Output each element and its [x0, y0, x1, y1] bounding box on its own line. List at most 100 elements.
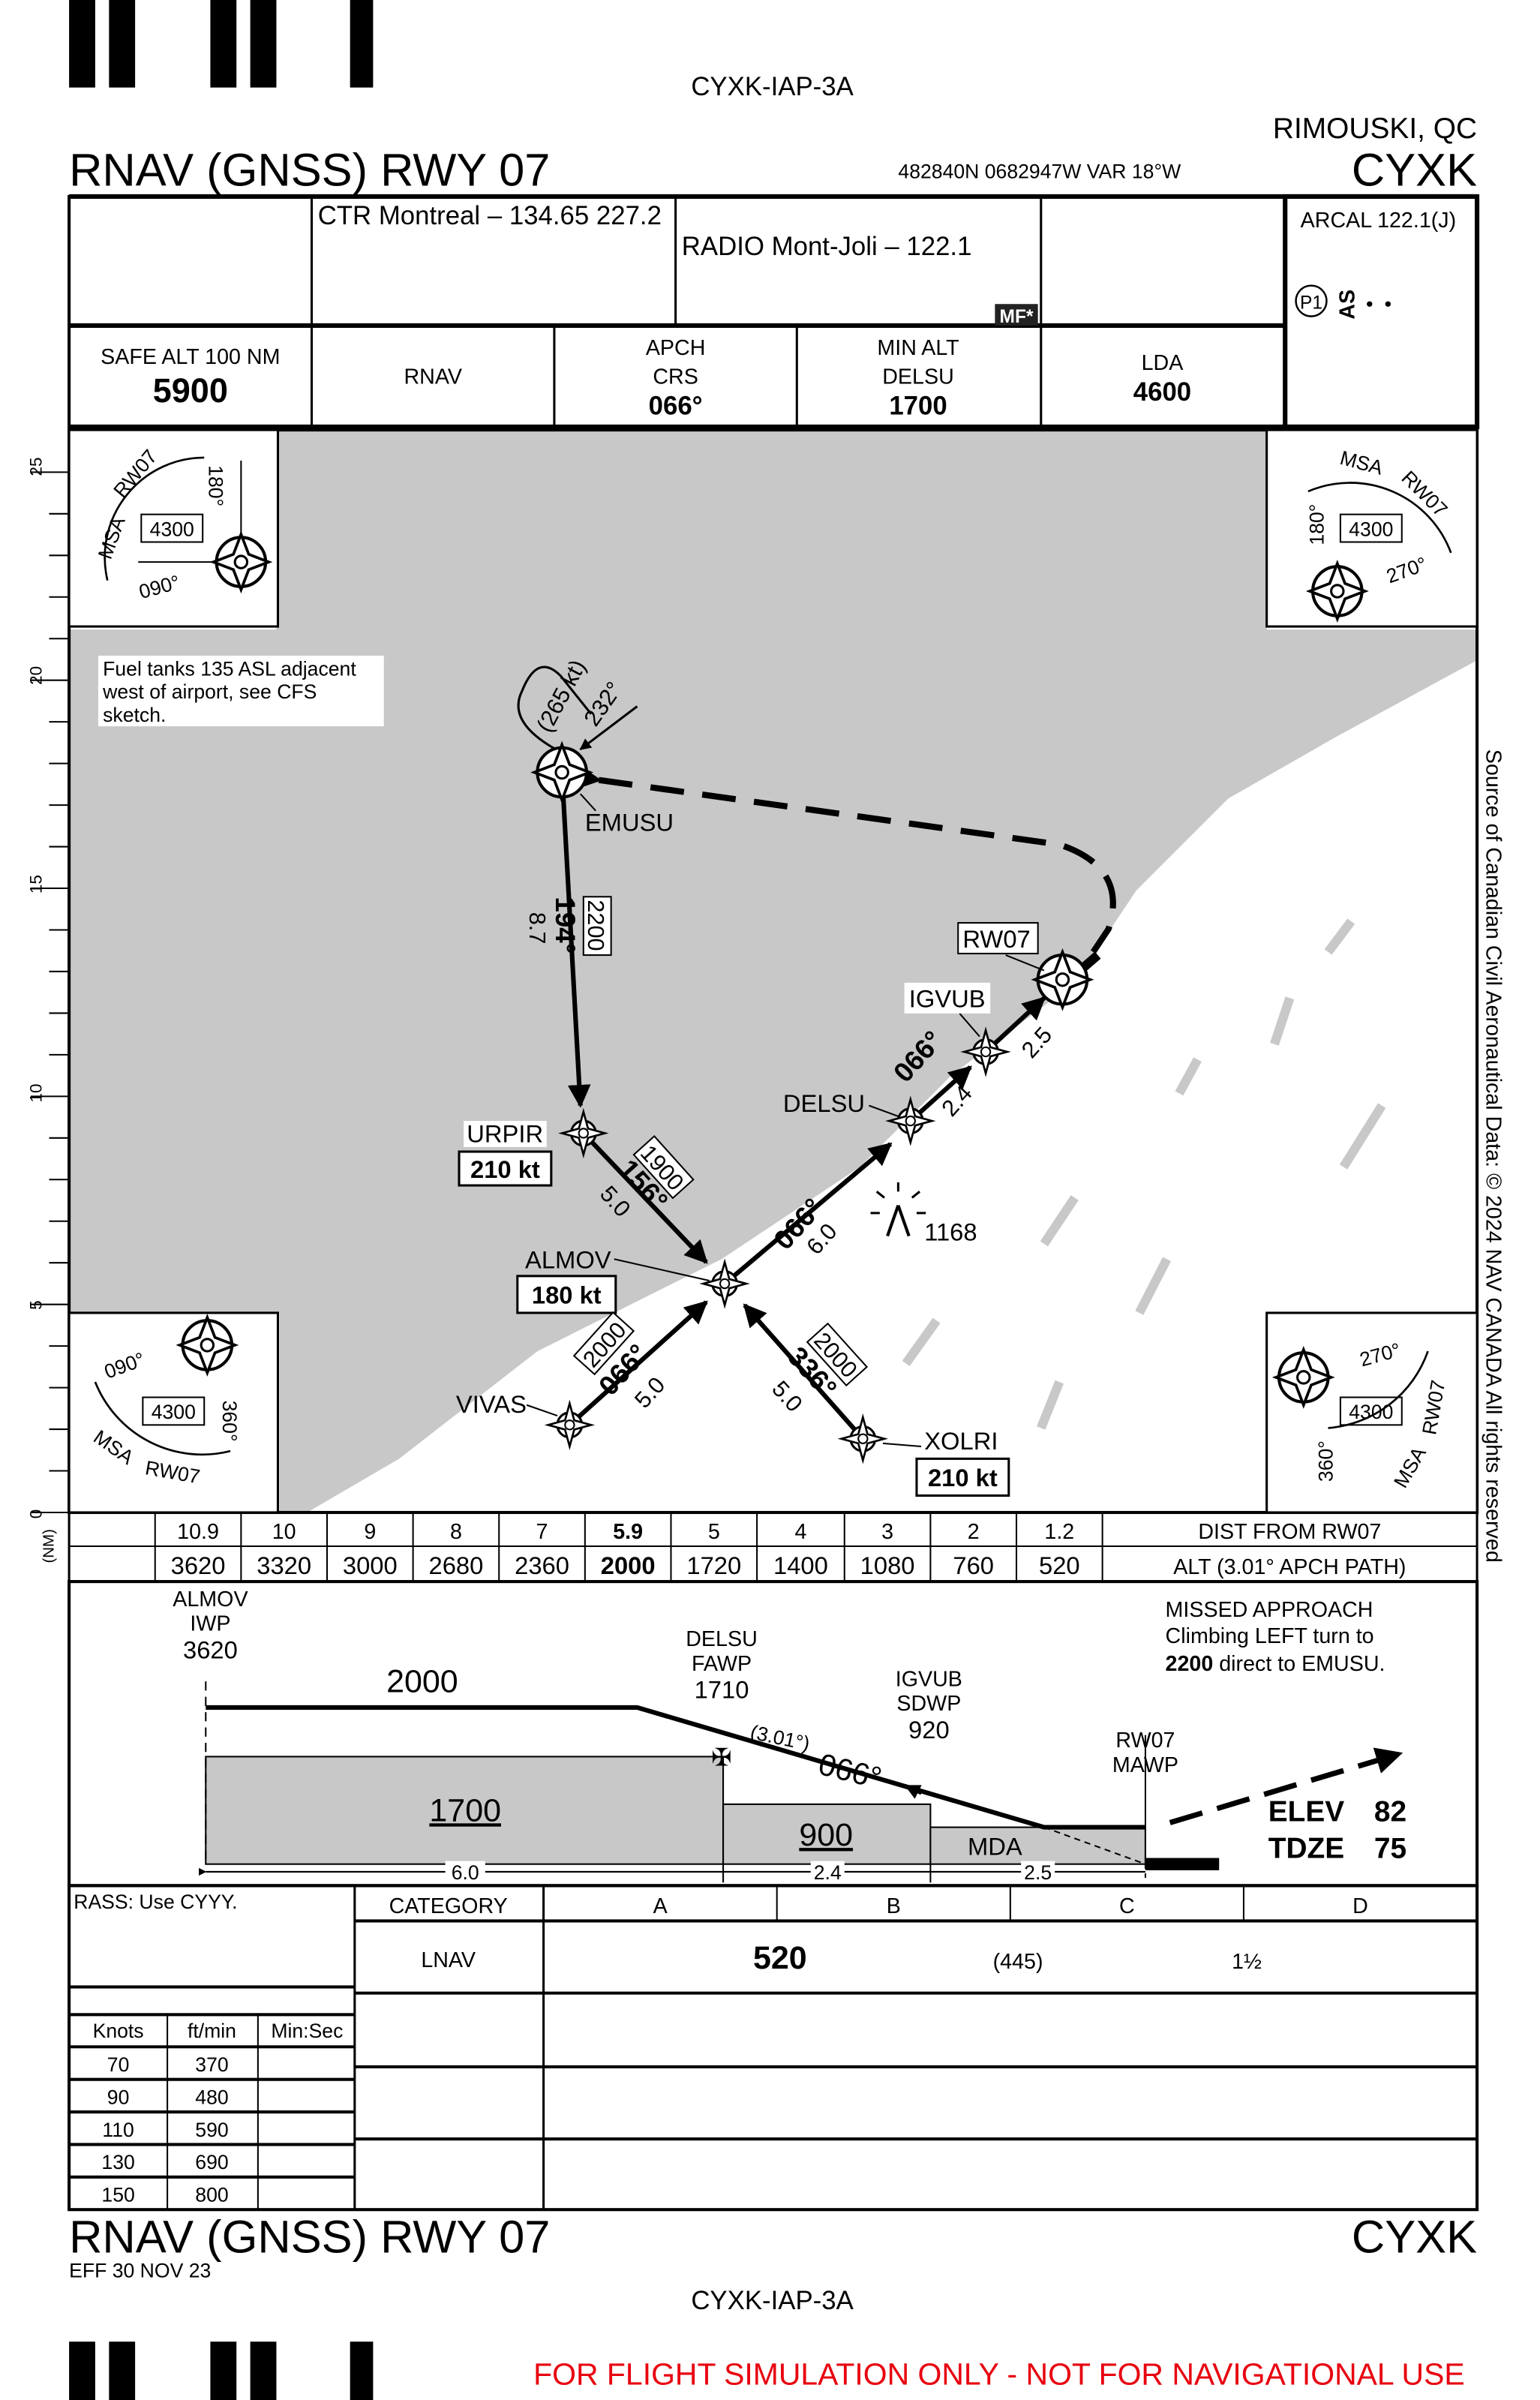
svg-text:sketch.: sketch. [103, 704, 166, 726]
source-copyright: Source of Canadian Civil Aeronautical Da… [1481, 749, 1505, 1563]
rod-ftmin: 590 [195, 2119, 228, 2141]
radio-frequency: RADIO Mont-Joli – 122.1 [682, 233, 972, 261]
dot-icon [1367, 301, 1373, 307]
svg-text:DELSU: DELSU [686, 1627, 758, 1651]
p1-icon: P1 [1295, 284, 1328, 317]
rod-ftmin: 690 [195, 2151, 228, 2173]
fix-almov: ALMOV 180 kt [516, 1246, 748, 1314]
alt-cell: 3620 [171, 1551, 226, 1579]
apch-crs-label: APCH [646, 336, 706, 360]
svg-text:360°: 360° [218, 1401, 241, 1442]
location: RIMOUSKI, QC [1273, 113, 1477, 145]
msa-bottom-left: 4300 090° 360° MSA RW07 [68, 1311, 280, 1514]
rod-knots: 150 [101, 2184, 134, 2206]
svg-text:1700: 1700 [429, 1792, 501, 1828]
rod-knots: 70 [107, 2053, 130, 2076]
fix-igvub: IGVUB [904, 982, 1009, 1075]
rod-knots: 130 [101, 2151, 134, 2173]
cat-a: A [653, 1894, 668, 1918]
fix-delsu: DELSU [783, 1089, 933, 1144]
svg-text:180°: 180° [1305, 504, 1328, 545]
procedure-title: RNAV (GNSS) RWY 07 [69, 145, 550, 197]
svg-text:210 kt: 210 kt [470, 1155, 540, 1183]
svg-text:2200 direct to EMUSU.: 2200 direct to EMUSU. [1166, 1652, 1385, 1676]
min-alt-label: MIN ALT [877, 336, 959, 360]
svg-text:SDWP: SDWP [896, 1692, 961, 1716]
as-label: AS [1335, 290, 1359, 320]
airport-coords: 482840N 0682947W VAR 18°W [898, 160, 1181, 182]
svg-text:2.5: 2.5 [1024, 1861, 1052, 1884]
safe-alt-value: 5900 [153, 371, 228, 410]
apch-crs-label: CRS [653, 365, 698, 389]
cat-c: C [1119, 1894, 1135, 1918]
svg-text:180 kt: 180 kt [532, 1281, 602, 1309]
svg-text:210 kt: 210 kt [928, 1464, 998, 1491]
svg-text:2000: 2000 [386, 1663, 458, 1699]
scale-label: 10 [26, 1084, 45, 1103]
msa-top-left: 4300 MSA RW07 090° 180° [68, 428, 280, 628]
alt-cell: 3000 [343, 1551, 398, 1579]
svg-text:1168: 1168 [924, 1218, 977, 1246]
svg-text:6.0: 6.0 [452, 1861, 479, 1884]
svg-text:DELSU: DELSU [783, 1089, 865, 1117]
svg-text:900: 900 [799, 1817, 853, 1853]
fix-urpir: URPIR 210 kt [458, 1110, 606, 1187]
svg-text:ft/min: ft/min [188, 2020, 236, 2042]
binding-marks-top [69, 0, 374, 88]
cat-d: D [1352, 1894, 1368, 1918]
svg-text:TDZE: TDZE [1268, 1833, 1345, 1865]
svg-text:ALMOV: ALMOV [525, 1246, 611, 1274]
dist-cell: 3 [881, 1520, 893, 1544]
rass-note: RASS: Use CYYY. [74, 1891, 237, 1913]
msa-bottom-right: 4300 270° 360° MSA RW07 [1265, 1311, 1478, 1514]
svg-text:360°: 360° [1315, 1440, 1337, 1482]
svg-text:8.7: 8.7 [524, 912, 551, 945]
chart-id-top: CYXK-IAP-3A [691, 73, 854, 101]
svg-text:MAWP: MAWP [1112, 1753, 1178, 1777]
dist-cell: 2 [968, 1520, 980, 1544]
scale-label: 5 [26, 1300, 45, 1310]
svg-text:066°: 066° [815, 1747, 885, 1795]
svg-text:Climbing LEFT turn to: Climbing LEFT turn to [1166, 1624, 1374, 1648]
dist-cell: 5 [708, 1520, 720, 1544]
lnav-vis: 1½ [1232, 1950, 1262, 1974]
svg-text:920: 920 [908, 1716, 950, 1744]
simulation-disclaimer: FOR FLIGHT SIMULATION ONLY - NOT FOR NAV… [533, 2357, 1465, 2392]
svg-text:IGVUB: IGVUB [909, 985, 986, 1013]
svg-text:RW07: RW07 [962, 925, 1030, 953]
dist-cell: 8 [450, 1520, 462, 1544]
svg-text:RW07: RW07 [1115, 1729, 1175, 1753]
distance-altitude-table: 10.936201033209300082680723605.920005172… [68, 1511, 1478, 1583]
svg-text:EMUSU: EMUSU [585, 808, 674, 836]
rod-knots: 90 [107, 2086, 130, 2108]
rod-knots: 110 [102, 2119, 134, 2141]
rod-ftmin: 370 [195, 2053, 228, 2076]
missed-alt: 2200 [1166, 1652, 1214, 1676]
min-alt-label: DELSU [882, 365, 954, 389]
fix-rw07: RW07 [957, 922, 1090, 1008]
land-area [69, 430, 1478, 1513]
airport-id: CYXK [1352, 145, 1477, 197]
alt-cell: 1080 [860, 1551, 915, 1579]
svg-text:CATEGORY: CATEGORY [389, 1894, 508, 1918]
minima-table: RASS: Use CYYY. CATEGORY A B C D LNAV 52… [68, 1884, 1479, 2212]
svg-text:4300: 4300 [1349, 1401, 1393, 1423]
missed-approach-title: MISSED APPROACH [1166, 1598, 1373, 1622]
alt-cell: 1720 [686, 1551, 741, 1579]
footer-chart-id: CYXK-IAP-3A [691, 2287, 854, 2315]
dist-cell: 9 [364, 1520, 376, 1544]
svg-text:4300: 4300 [1349, 518, 1393, 540]
distance-scale: 25 20 15 10 5 0 (NM) [26, 430, 71, 1563]
fix-vivas: VIVAS [456, 1390, 593, 1448]
fuel-tank-note: Fuel tanks 135 ASL adjacent west of airp… [98, 655, 384, 727]
svg-text:DIST FROM RW07: DIST FROM RW07 [1198, 1520, 1381, 1544]
svg-text:VIVAS: VIVAS [456, 1390, 527, 1418]
fix-xolri: XOLRI 210 kt [840, 1416, 1010, 1497]
alt-cell: 3320 [257, 1551, 311, 1579]
svg-text:180°: 180° [204, 465, 227, 506]
svg-text:MDA: MDA [968, 1832, 1022, 1860]
msa-top-right: 4300 MSA RW07 180° 270° [1265, 428, 1478, 628]
svg-text:75: 75 [1374, 1833, 1406, 1865]
profile-view: ✠ ALMOV IWP 3620 DELSU FAWP 1710 IGVUB S… [68, 1580, 1479, 1888]
